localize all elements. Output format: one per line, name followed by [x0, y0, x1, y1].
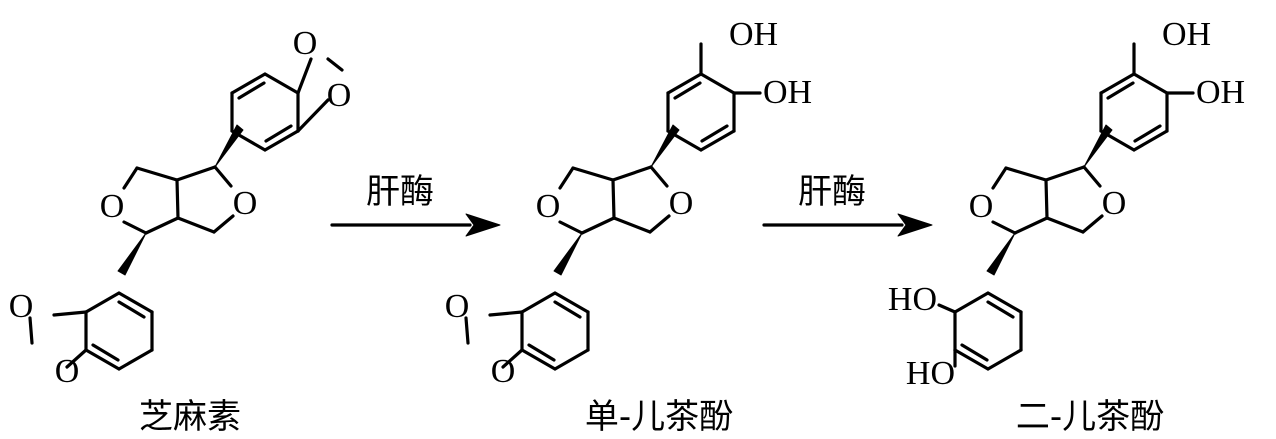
compound-2-oxygen-ring-right: O: [669, 185, 694, 222]
compound-2-name: 单-儿茶酚: [585, 397, 733, 437]
compound-1-oxygen-ring-left: O: [100, 188, 125, 225]
compound-3-hydroxyl-top-b: OH: [1196, 74, 1245, 111]
compound-1-oxygen-top-a: O: [293, 25, 318, 62]
compound-1-oxygen-top-b: O: [327, 77, 352, 114]
compound-1-name: 芝麻素: [139, 397, 241, 437]
compound-3-oxygen-ring-right: O: [1102, 185, 1127, 222]
compound-1-oxygen-bottom-a: O: [9, 288, 34, 325]
compound-1-oxygen-ring-right: O: [233, 185, 258, 222]
compound-3-name: 二-儿茶酚: [1016, 397, 1164, 437]
compound-3-hydroxyl-bottom-a: HO: [888, 281, 937, 318]
compound-2: O O OH OH O O 单-儿茶酚: [445, 16, 812, 437]
reaction-arrow-2: 肝酶: [762, 172, 933, 237]
compound-2-oxygen-ring-left: O: [536, 188, 561, 225]
compound-3-hydroxyl-top-a: OH: [1162, 16, 1211, 53]
compound-2-hydroxyl-top-b: OH: [763, 74, 812, 111]
compound-1: O O O O O O 芝麻素: [9, 25, 352, 437]
compound-3: O O OH OH HO HO 二-儿茶酚: [888, 16, 1245, 437]
reaction-arrow-1: 肝酶: [330, 172, 501, 237]
reaction-arrow-1-label: 肝酶: [366, 172, 434, 212]
compound-3-hydroxyl-bottom-b: HO: [906, 355, 955, 392]
compound-2-oxygen-bottom-a: O: [445, 288, 470, 325]
compound-3-oxygen-ring-left: O: [969, 188, 994, 225]
compound-1-oxygen-bottom-b: O: [55, 353, 80, 390]
compound-2-oxygen-bottom-b: O: [491, 353, 516, 390]
compound-2-hydroxyl-top-a: OH: [729, 16, 778, 53]
reaction-arrow-2-label: 肝酶: [798, 172, 866, 212]
